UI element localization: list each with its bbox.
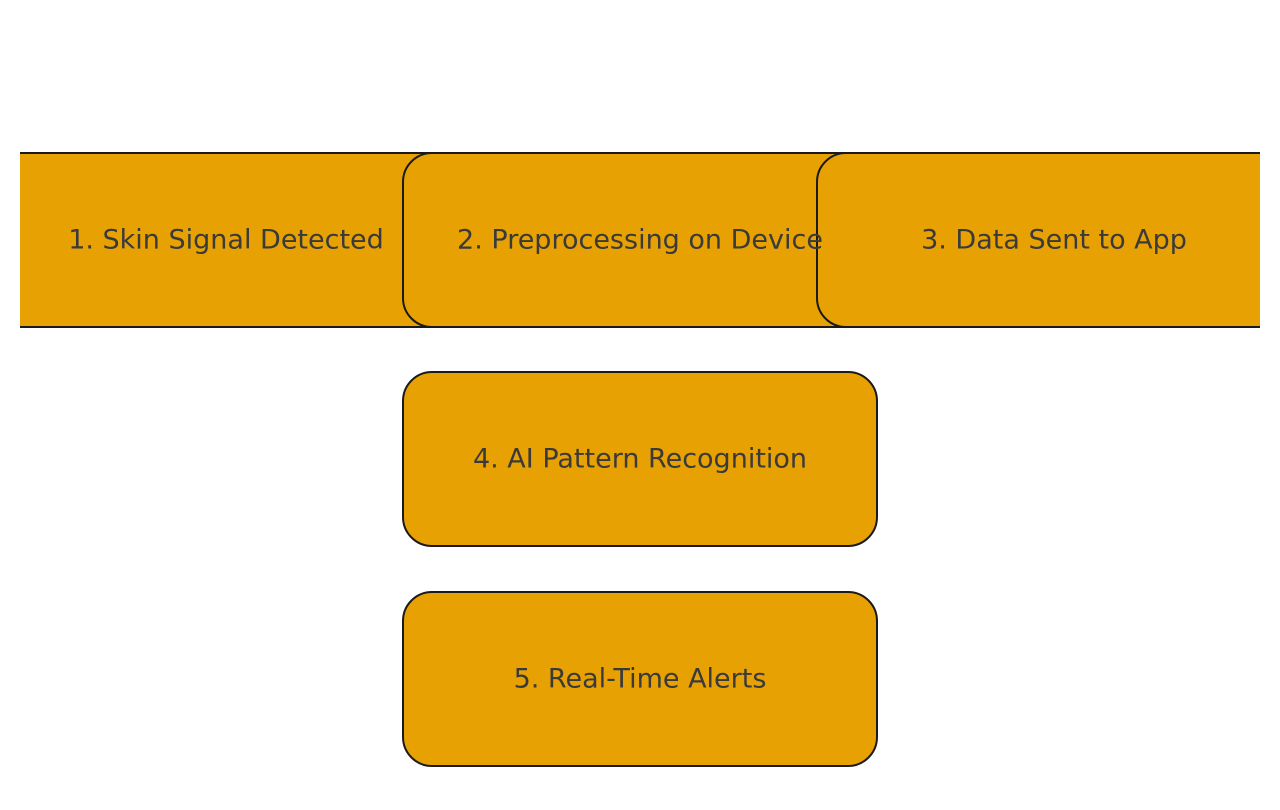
diagram-canvas: 1. Skin Signal Detected 2. Preprocessing… — [20, 0, 1260, 810]
flow-node-data-sent-to-app — [816, 152, 1260, 328]
flow-node-label-2: 2. Preprocessing on Device — [457, 224, 823, 256]
flow-node-label-5: 5. Real-Time Alerts — [513, 663, 767, 695]
flow-node-preprocessing-on-device — [402, 152, 878, 328]
flow-node-real-time-alerts — [402, 591, 878, 767]
flow-node-label-3: 3. Data Sent to App — [921, 224, 1187, 256]
flow-node-label-4: 4. AI Pattern Recognition — [472, 443, 808, 475]
flow-node-label-1: 1. Skin Signal Detected — [68, 224, 384, 256]
flow-node-skin-signal-detected — [20, 152, 464, 328]
flow-node-ai-pattern-recognition — [402, 371, 878, 547]
